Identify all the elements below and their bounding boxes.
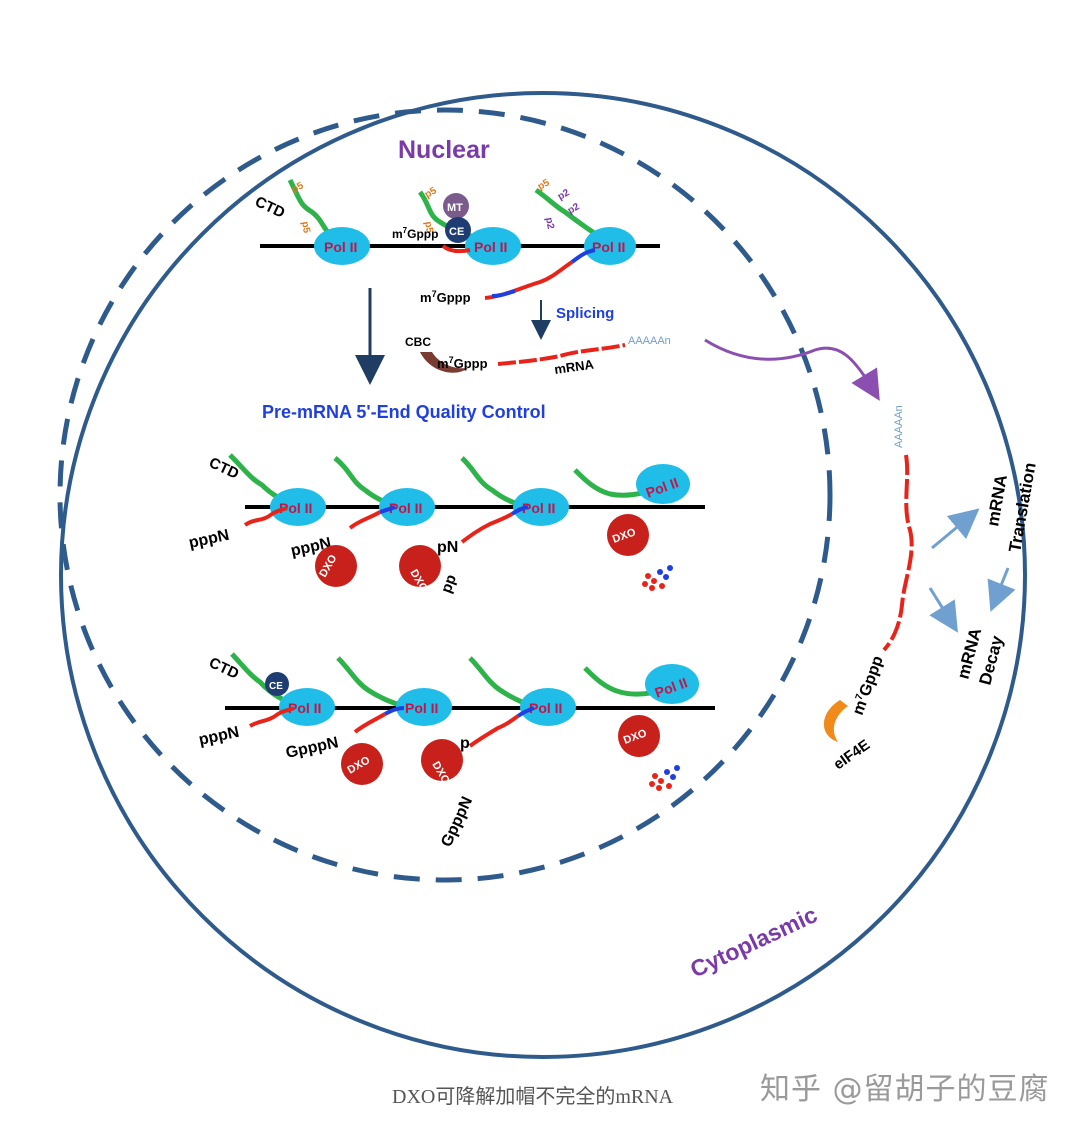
ce-enzyme (445, 217, 471, 243)
pn-label: pN (437, 539, 458, 556)
arrow-translation-to-decay (987, 567, 1016, 612)
intron-segment (491, 289, 516, 298)
gpppn-label: GpppN (438, 794, 476, 850)
intron-segment (570, 248, 596, 264)
arrow-to-translation (931, 508, 980, 550)
rna-nascent-top (484, 260, 574, 300)
svg-text:p2: p2 (543, 217, 556, 231)
cell-membrane (59, 91, 1027, 1059)
svg-text:p5: p5 (290, 180, 306, 196)
rna-uncapped (348, 510, 382, 530)
mt-label: MT (447, 202, 463, 214)
mt-enzyme (443, 193, 469, 219)
pol2-bottom-1 (279, 688, 335, 726)
intron-segment (516, 706, 535, 718)
svg-text:p5: p5 (536, 177, 552, 193)
pppn-label: pppN (197, 724, 241, 749)
arrow-to-decay (928, 587, 958, 633)
svg-text:p5: p5 (299, 221, 312, 235)
pol2-bottom-3 (520, 688, 576, 726)
degraded-nucleotides (642, 565, 673, 591)
svg-text:p2: p2 (556, 187, 572, 203)
pol2-label: Pol II (592, 239, 625, 255)
mrna-translation-label-1: mRNA (983, 473, 1011, 527)
svg-text:p5: p5 (422, 221, 435, 235)
mature-mrna-nuclear (497, 343, 626, 366)
degraded-nucleotides (649, 765, 680, 791)
phospho-tags-top: p5 p5 p5 p5 p5 p2 p2 p2 (290, 177, 582, 234)
pol2-label: Pol II (324, 239, 357, 255)
rna-uncapped (460, 512, 513, 544)
intron-segment (379, 505, 396, 514)
watermark: 知乎 @留胡子的豆腐 (760, 1072, 1050, 1107)
rna-capped (468, 714, 520, 748)
dxo-enzyme (341, 743, 383, 785)
nuclear-label: Nuclear (398, 136, 490, 164)
mature-mrna-cyto (882, 454, 914, 652)
pol2-mid-2 (379, 488, 435, 526)
export-arrow (704, 338, 880, 401)
pol2-top-3 (584, 227, 636, 265)
pol2-top-1 (314, 227, 370, 265)
dxo-enzyme (607, 514, 649, 556)
eif4e-label: eIF4E (831, 736, 874, 773)
qc-title: Pre-mRNA 5'-End Quality Control (262, 402, 546, 422)
figure-caption: DXO可降解加帽不完全的mRNA (392, 1086, 674, 1108)
pol2-label: Pol II (474, 239, 507, 255)
pol2-label: Pol II (389, 500, 422, 516)
eif4e-protein (823, 700, 848, 742)
dxo-enzyme (399, 545, 441, 587)
cytoplasmic-label: Cytoplasmic (686, 901, 821, 982)
ce-enzyme (265, 672, 289, 696)
pol2-label: Pol II (522, 500, 555, 516)
ctd-label-1: CTD (252, 193, 287, 222)
pp-label: pp (438, 572, 460, 595)
pol2-label: Pol II (529, 700, 562, 716)
rna-capping (441, 244, 471, 254)
pol2-label: Pol II (279, 500, 312, 516)
svg-text:p5: p5 (423, 185, 439, 201)
pol2-label: Pol II (405, 700, 438, 716)
pol2-bottom-2 (396, 688, 452, 726)
pppn-label: pppN (187, 527, 231, 552)
pol2-mid-4 (636, 464, 690, 504)
intron-segment (384, 706, 405, 716)
mrna-label: mRNA (553, 357, 595, 377)
polya-label-nuclear: AAAAAn (628, 335, 671, 347)
ce-label: CE (449, 226, 464, 238)
svg-text:p2: p2 (566, 201, 582, 217)
pol2-mid-1 (270, 488, 326, 526)
pol2-top-2 (465, 227, 521, 265)
rna-capped (353, 712, 387, 734)
m7gppp-label-top: m7Gppp (392, 226, 438, 241)
pol2-label: Pol II (288, 700, 321, 716)
splicing-label: Splicing (556, 305, 614, 322)
cbc-protein (420, 352, 468, 373)
rna-uncapped (243, 506, 288, 527)
rna-capped (248, 706, 295, 728)
gpppn-label: GpppN (284, 734, 340, 762)
intron-segment (510, 505, 529, 516)
dxo-enzyme (618, 715, 660, 757)
dxo-enzyme (315, 545, 357, 587)
mrna-translation-label-2: Translation (1005, 461, 1039, 554)
m7gppp-label-cyto: m7Gppp (849, 653, 887, 717)
m7gppp-label-3: m7Gppp (437, 355, 488, 371)
pol2-bottom-4 (645, 664, 699, 704)
polya-label-cyto: AAAAAn (893, 405, 905, 448)
p-label: p (460, 735, 470, 752)
pol2-mid-3 (513, 488, 569, 526)
m7gppp-label-2: m7Gppp (420, 289, 471, 305)
cbc-label: CBC (405, 335, 431, 349)
dxo-enzyme (421, 739, 463, 781)
nuclear-envelope (57, 107, 833, 883)
ce-label: CE (269, 681, 283, 692)
